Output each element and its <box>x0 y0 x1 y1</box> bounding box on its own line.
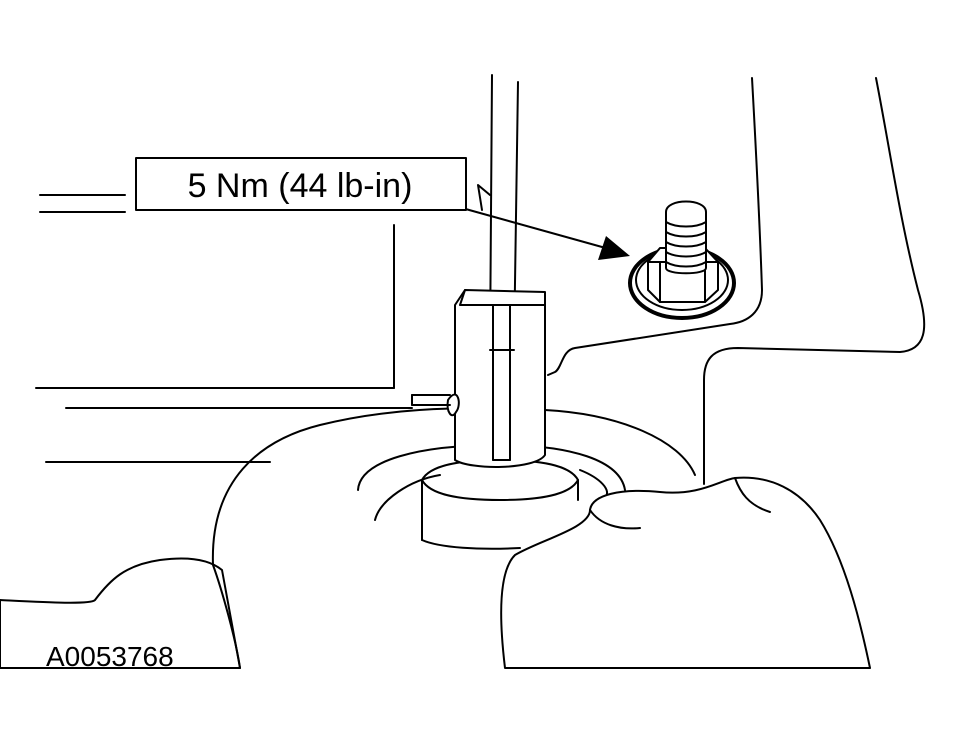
bolt-fastener <box>628 200 736 320</box>
strut-rod <box>411 289 546 468</box>
figure-id-label: A0053768 <box>46 641 174 672</box>
torque-callout: 5 Nm (44 lb-in) <box>135 157 467 211</box>
torque-spec-label: 5 Nm (44 lb-in) <box>188 167 413 205</box>
technician-hands <box>0 476 871 669</box>
reference-lines <box>35 194 413 463</box>
mounting-bracket <box>547 77 926 485</box>
callout-arrow <box>461 207 630 260</box>
